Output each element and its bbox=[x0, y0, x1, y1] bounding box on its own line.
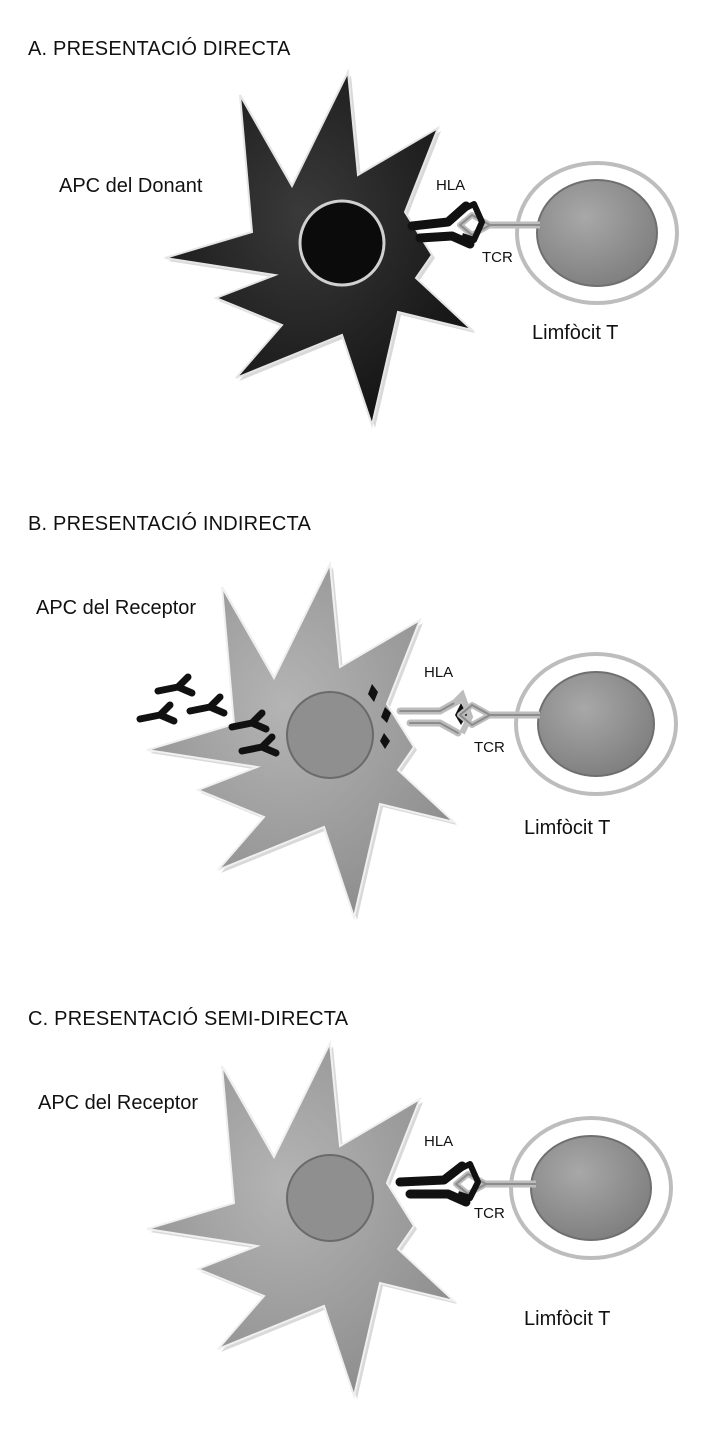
apc-label: APC del Donant bbox=[59, 175, 203, 197]
panel-indirect-presentation: B. PRESENTACIÓ INDIRECTA APC del Recepto… bbox=[0, 479, 706, 958]
t-cell-label: Limfòcit T bbox=[524, 1308, 611, 1330]
panel-a-drawing bbox=[164, 71, 679, 428]
tcr-label: TCR bbox=[482, 249, 513, 266]
recipient-apc-nucleus bbox=[286, 691, 374, 779]
recipient-apc-nucleus bbox=[286, 1154, 374, 1242]
recipient-hla-molecule bbox=[396, 689, 474, 737]
t-cell-nucleus bbox=[530, 1135, 652, 1241]
t-cell-label: Limfòcit T bbox=[532, 322, 619, 344]
tcr-label: TCR bbox=[474, 1205, 505, 1222]
panel-direct-presentation: A. PRESENTACIÓ DIRECTA APC del Donant HL… bbox=[0, 0, 706, 479]
hla-label: HLA bbox=[424, 1133, 454, 1150]
donor-hla-molecule bbox=[407, 201, 485, 249]
tcr-label: TCR bbox=[474, 739, 505, 756]
donor-hla-molecule bbox=[395, 1161, 481, 1207]
apc-label: APC del Receptor bbox=[36, 597, 197, 619]
peptide-fragments bbox=[368, 684, 391, 749]
hla-label: HLA bbox=[436, 177, 466, 194]
apc-label: APC del Receptor bbox=[38, 1092, 199, 1114]
panel-semi-direct-presentation: C. PRESENTACIÓ SEMI-DIRECTA APC del Rece… bbox=[0, 958, 706, 1437]
donor-apc-nucleus bbox=[298, 199, 386, 287]
t-cell-nucleus bbox=[537, 671, 655, 777]
panel-title: B. PRESENTACIÓ INDIRECTA bbox=[28, 513, 311, 535]
t-cell-nucleus bbox=[536, 179, 658, 287]
hla-label: HLA bbox=[424, 664, 454, 681]
panel-c-drawing bbox=[146, 1042, 673, 1399]
panel-title: C. PRESENTACIÓ SEMI-DIRECTA bbox=[28, 1008, 349, 1030]
t-cell-label: Limfòcit T bbox=[524, 817, 611, 839]
panel-b-drawing bbox=[0, 563, 678, 920]
panel-title: A. PRESENTACIÓ DIRECTA bbox=[28, 38, 291, 60]
